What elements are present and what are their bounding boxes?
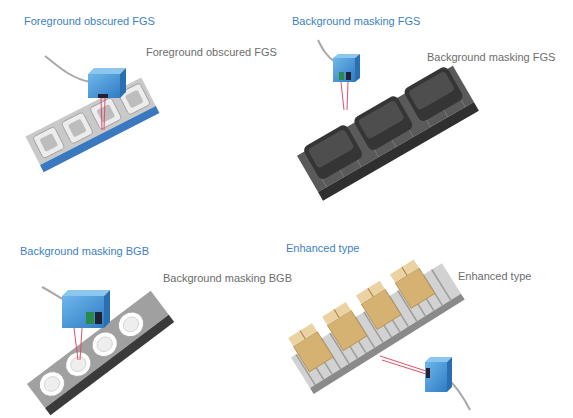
conveyor-belt (295, 62, 479, 200)
panel-caption: Foreground obscured FGS (146, 46, 277, 59)
panel-caption: Background masking BGB (163, 272, 292, 285)
sensor (333, 54, 360, 82)
panel-caption: Background masking FGS (427, 51, 555, 64)
sensor-cable (45, 56, 90, 82)
sensor (62, 290, 110, 328)
panel-caption: Enhanced type (458, 270, 531, 283)
sensor-cable (42, 287, 64, 300)
sensor (88, 68, 126, 98)
sensor (425, 357, 452, 392)
panel-heading: Foreground obscured FGS (24, 15, 155, 28)
light-beam (74, 328, 82, 360)
conveyor-belt (27, 291, 174, 415)
light-beam (380, 356, 426, 374)
panel-heading: Background masking BGB (20, 245, 149, 258)
light-beam (341, 82, 348, 110)
roller-conveyor (281, 248, 464, 394)
light-beam (101, 98, 105, 130)
panel-heading: Enhanced type (286, 242, 359, 255)
sensor-cable (318, 40, 335, 62)
panel-heading: Background masking FGS (292, 15, 420, 28)
